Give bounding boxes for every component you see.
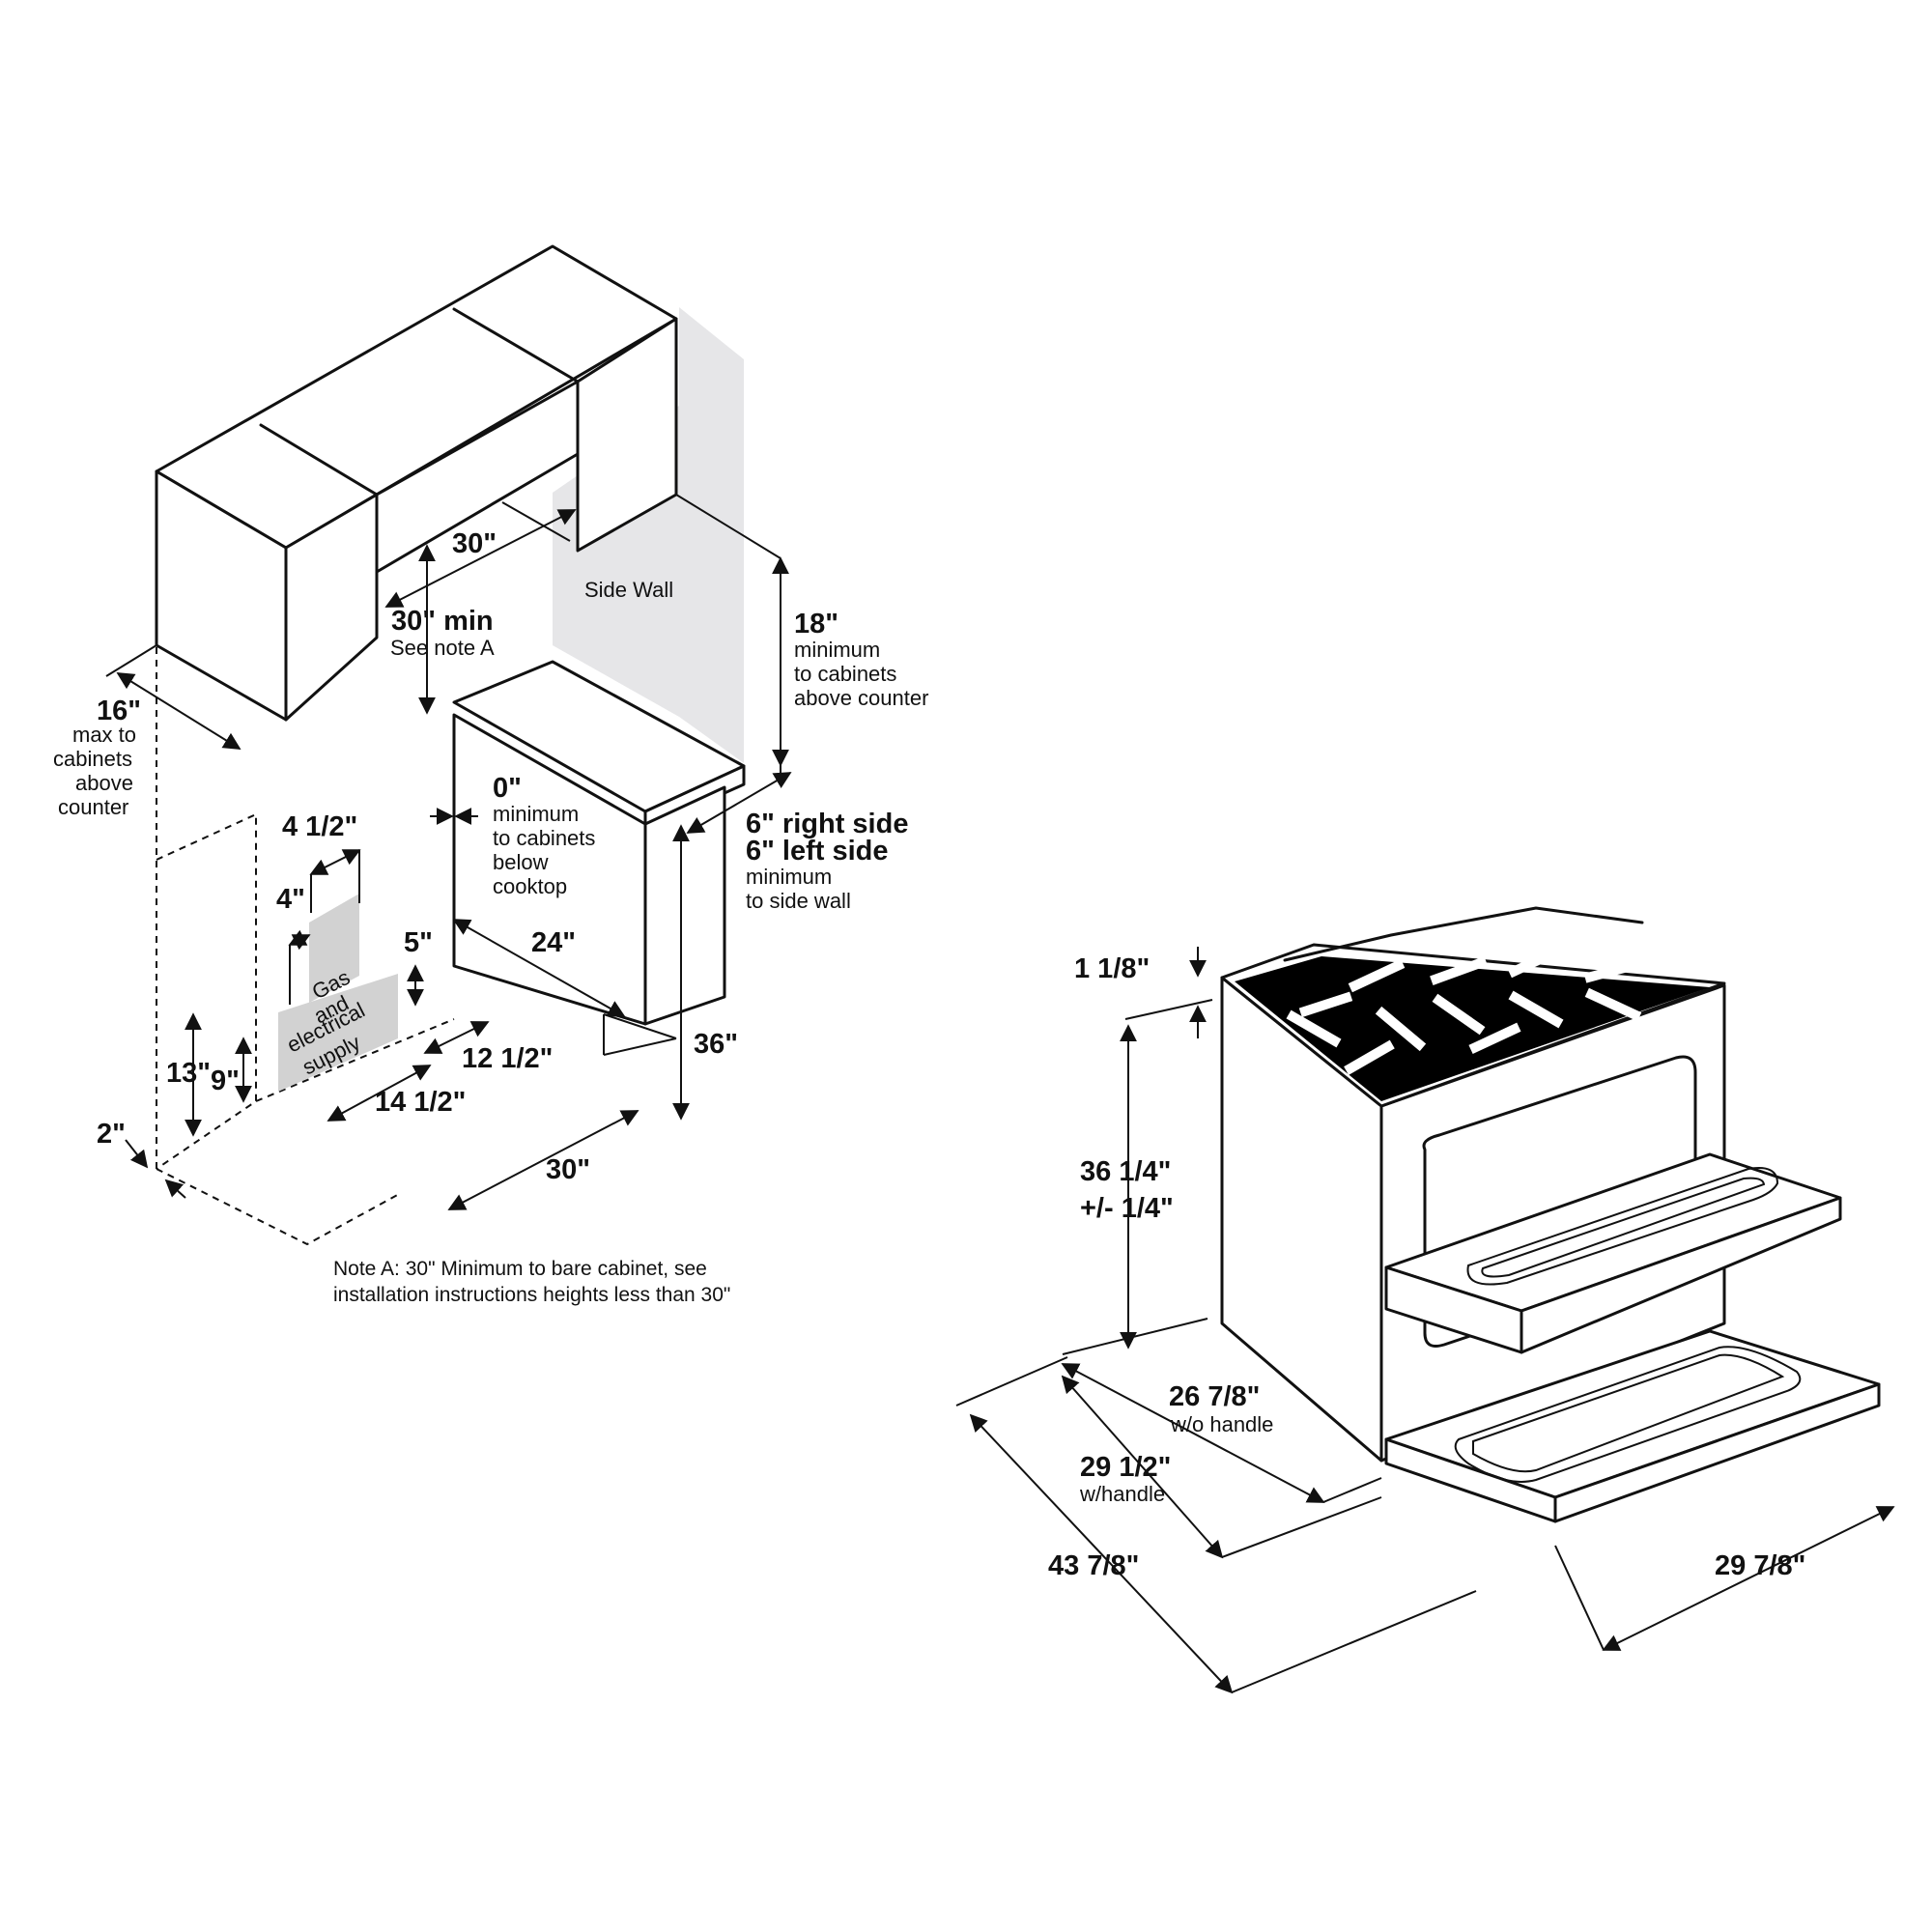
side-6-left-label: 6" left side xyxy=(746,836,889,867)
depth-open-label: 43 7/8" xyxy=(1048,1550,1139,1581)
see-note-a-label: See note A xyxy=(390,636,495,660)
dim-14-1-2-label: 14 1/2" xyxy=(375,1087,466,1118)
upper-18-desc-1: minimum xyxy=(794,638,880,662)
dim-2-label: 2" xyxy=(97,1119,126,1150)
side-wall-label: Side Wall xyxy=(584,578,673,602)
zero-desc-3: below xyxy=(493,850,549,874)
dim-12-1-2-label: 12 1/2" xyxy=(462,1043,553,1074)
upper-16-desc-3: above xyxy=(75,771,133,795)
upper-18-desc-2: to cabinets xyxy=(794,662,896,686)
dim-4-1-2-label: 4 1/2" xyxy=(282,811,357,842)
height-label: 36 1/4" xyxy=(1080,1156,1171,1187)
upper-18-desc-3: above counter xyxy=(794,686,928,710)
dim-9-label: 9" xyxy=(211,1065,240,1096)
side-6-desc-2: to side wall xyxy=(746,889,851,913)
dim-24-label: 24" xyxy=(531,927,576,958)
upper-16-desc-4: counter xyxy=(58,795,128,819)
height-tol-label: +/- 1/4" xyxy=(1080,1193,1174,1224)
range-drawing: 1 1/8" 36 1/4" +/- 1/4" 26 7/8" w/o hand… xyxy=(955,906,1895,1694)
depth-w-label: 29 1/2" xyxy=(1080,1452,1171,1483)
depth-wo-label: 26 7/8" xyxy=(1169,1381,1260,1412)
depth-wo-sub: w/o handle xyxy=(1170,1412,1273,1436)
note-a-line-1: Note A: 30" Minimum to bare cabinet, see xyxy=(333,1258,707,1280)
side-6-right-label: 6" right side xyxy=(746,809,908,839)
upper-16-desc-1: max to xyxy=(72,723,136,747)
zero-desc-4: cooktop xyxy=(493,874,567,898)
dim-30-bottom-label: 30" xyxy=(546,1154,590,1185)
cooktop-grates xyxy=(1235,906,1710,1101)
installation-drawing: Gas and electrical supply xyxy=(53,244,928,1306)
width-30-top-label: 30" xyxy=(452,528,497,559)
depth-w-sub: w/handle xyxy=(1079,1482,1165,1506)
dim-36-label: 36" xyxy=(694,1029,738,1060)
width-label: 29 7/8" xyxy=(1715,1550,1805,1581)
side-wall-panel xyxy=(679,307,744,763)
note-a-line-2: installation instructions heights less t… xyxy=(333,1284,730,1306)
zero-desc-2: to cabinets xyxy=(493,826,595,850)
range-dimension-lines xyxy=(955,947,1895,1694)
upper-rack xyxy=(1384,1152,1842,1354)
upper-16-desc-2: cabinets xyxy=(53,747,132,771)
dim-5-label: 5" xyxy=(404,927,433,958)
upper-cabinets xyxy=(155,244,678,722)
dimension-lines xyxy=(105,494,792,1210)
lower-rack xyxy=(1384,1329,1881,1523)
dim-4-label: 4" xyxy=(276,884,305,915)
upper-18-label: 18" xyxy=(794,609,838,639)
range-footprint xyxy=(156,647,455,1246)
top-1-1-8-label: 1 1/8" xyxy=(1074,953,1150,984)
side-6-desc-1: minimum xyxy=(746,865,832,889)
zero-desc-1: minimum xyxy=(493,802,579,826)
upper-16-label: 16" xyxy=(97,696,141,726)
zero-label: 0" xyxy=(493,773,522,804)
supply-box: Gas and electrical supply xyxy=(278,894,398,1092)
clearance-30-min-label: 30" min xyxy=(391,606,494,637)
dim-13-label: 13" xyxy=(166,1058,211,1089)
